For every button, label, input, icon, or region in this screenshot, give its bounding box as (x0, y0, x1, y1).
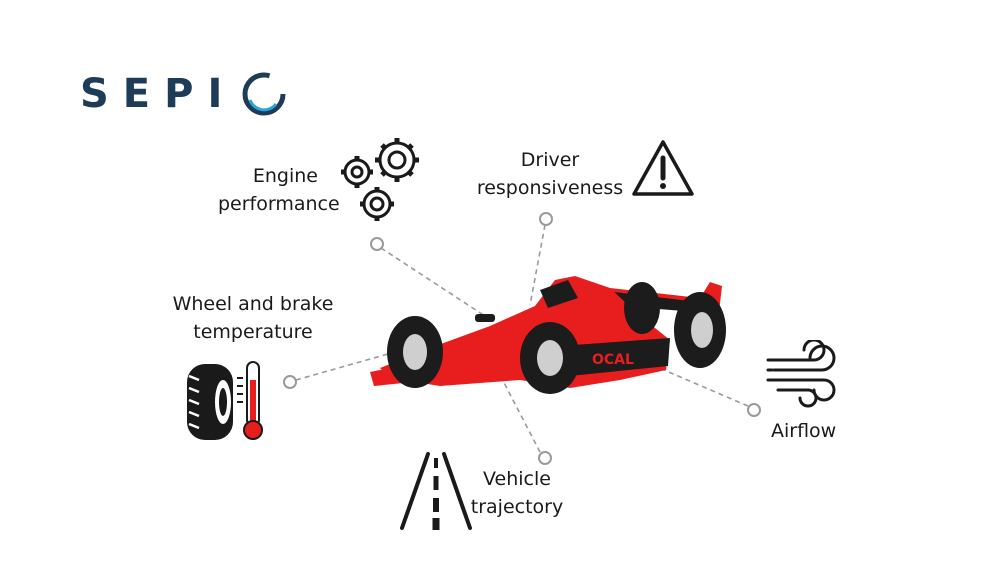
trajectory-dot (538, 451, 552, 465)
wheel-brake-temperature-label: Wheel and brake temperature (168, 290, 338, 346)
trajectory-label-line2: trajectory (470, 496, 564, 518)
engine-connector (380, 247, 489, 319)
sepio-logo: SEPI (80, 68, 292, 120)
airflow-label-line1: Airflow (771, 420, 837, 442)
engine-label-line2: performance (218, 193, 340, 215)
wheel-connector (295, 351, 396, 381)
engine-label-line1: Engine (252, 165, 318, 187)
wheels (387, 282, 726, 394)
warning-triangle-icon (632, 140, 694, 196)
cockpit (540, 280, 578, 308)
gears-icon (341, 138, 419, 221)
airflow-dot (747, 403, 761, 417)
f1-car: OCAL (370, 276, 726, 394)
engine-performance-label: Engine (230, 162, 318, 190)
logo-o-icon (242, 72, 286, 116)
trajectory-label-line1: Vehicle (483, 468, 551, 490)
road-icon (400, 452, 472, 530)
driver-label-line2: responsiveness (476, 177, 624, 199)
driver-responsiveness-label: Driver responsiveness (470, 146, 630, 202)
driver-dot (539, 212, 553, 226)
sidepod (560, 338, 670, 376)
wheel-dot (283, 375, 297, 389)
engine-dot (370, 237, 384, 251)
logo-text: SEPI (80, 71, 237, 117)
wheel-label-line2: temperature (193, 321, 313, 343)
engine-performance-label-2: performance (218, 190, 340, 218)
vehicle-trajectory-label: Vehicle trajectory (462, 465, 572, 521)
driver-label-line1: Driver (520, 149, 580, 171)
wind-icon (766, 340, 836, 408)
livery-text: OCAL (592, 352, 634, 368)
wheel-label-line1: Wheel and brake (172, 293, 334, 315)
tire-thermometer-icon (187, 361, 263, 440)
trajectory-connector (499, 374, 541, 453)
driver-connector (529, 224, 546, 306)
airflow-label: Airflow (771, 417, 836, 445)
